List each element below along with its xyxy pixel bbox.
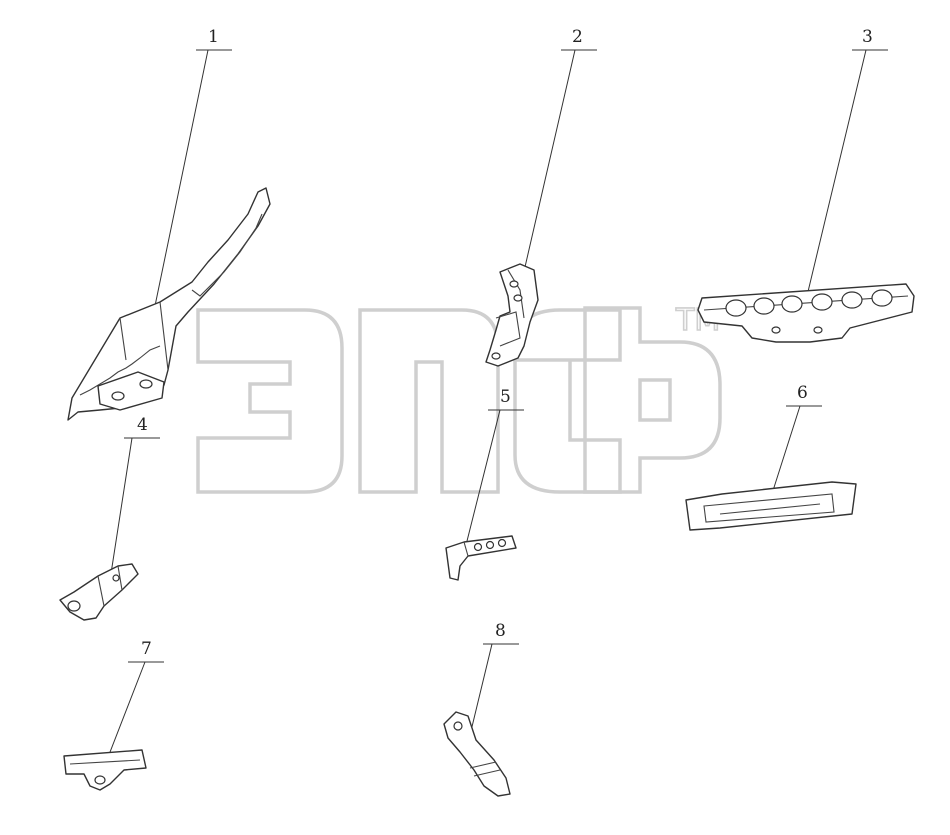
callout-numbers: 1 2 3 4 5 6 7 8 [137,27,873,659]
callout-6: 6 [797,383,808,403]
part-7-clip [63,749,147,791]
part-4-angled-bracket [59,563,139,621]
part-6-rectangular-plate [685,481,857,531]
part-1-long-bracket [67,187,271,421]
part-3-perforated-plate [697,283,915,343]
callout-5: 5 [500,387,511,407]
callout-1: 1 [208,27,219,47]
part-2-curved-bracket [485,263,539,367]
leader-lines [104,49,888,766]
callout-7: 7 [141,639,152,659]
watermark-logo: TM [196,302,722,494]
callout-3: 3 [862,27,873,47]
callout-8: 8 [495,621,506,641]
part-8-strap [443,711,511,797]
callout-4: 4 [137,415,148,435]
part-5-angle-bracket [445,535,517,581]
callout-2: 2 [572,27,583,47]
